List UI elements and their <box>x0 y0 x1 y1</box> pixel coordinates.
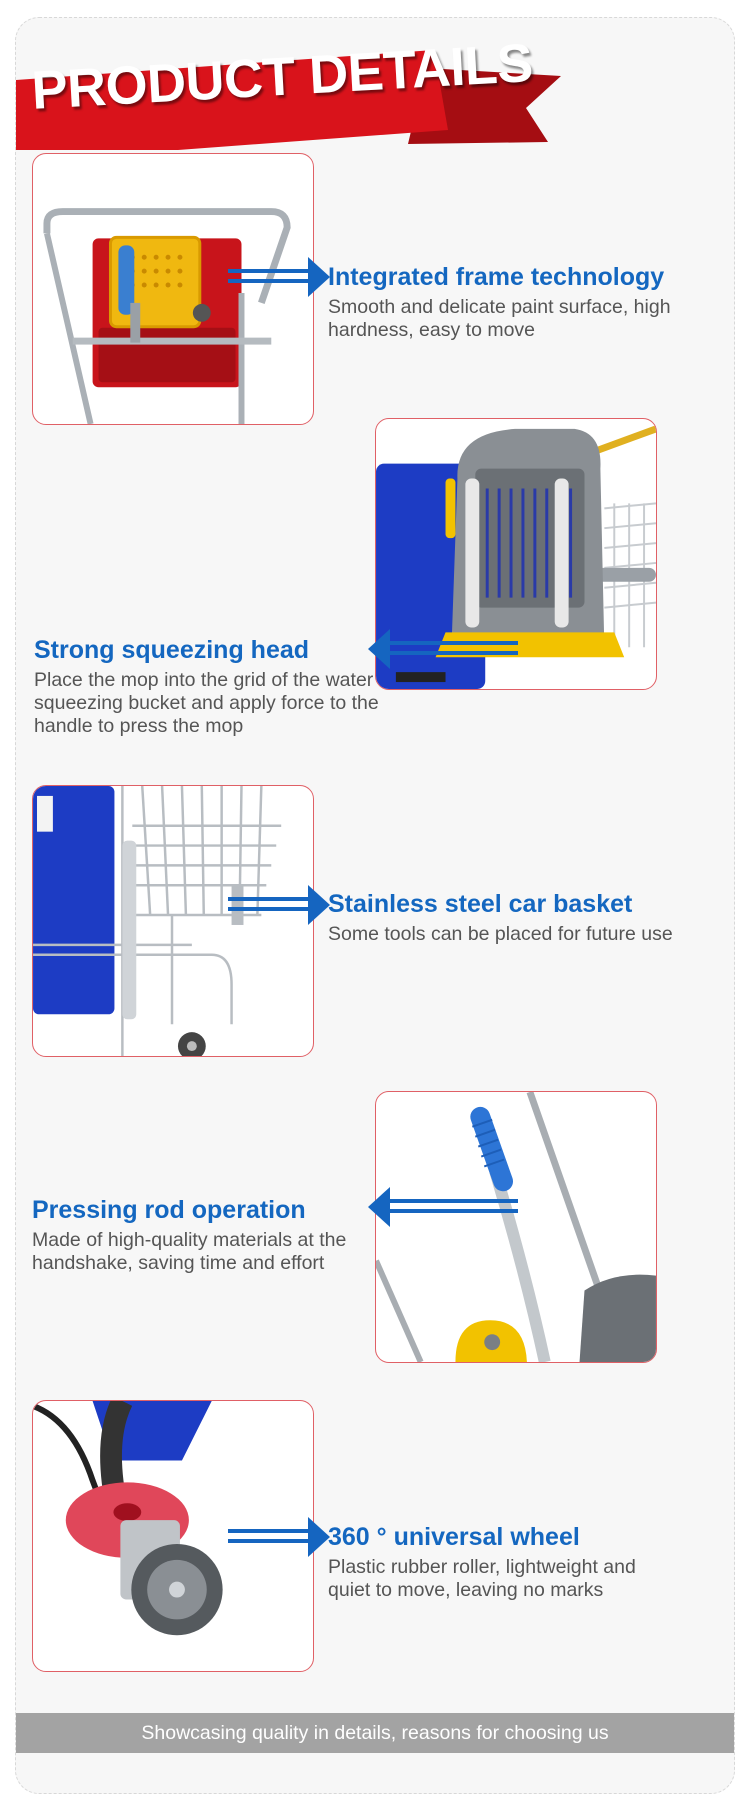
wire-basket-photo <box>32 785 314 1057</box>
ribbon-shape <box>16 50 561 162</box>
feature-description: Some tools can be placed for future use <box>328 923 673 945</box>
feature-title: Integrated frame technology <box>328 263 665 291</box>
feature-title: Strong squeezing head <box>34 636 310 664</box>
feature-steel-basket: Stainless steel car basket Some tools ca… <box>328 889 678 946</box>
arrow-right-icon <box>228 1515 338 1559</box>
feature-title: Pressing rod operation <box>32 1196 306 1224</box>
arrow-left-icon <box>368 627 518 671</box>
feature-description: Plastic rubber roller, lightweight and q… <box>328 1556 636 1601</box>
header-banner <box>16 50 576 162</box>
pressing-rod-photo <box>375 1091 657 1363</box>
feature-universal-wheel: 360 ° universal wheel Plastic rubber rol… <box>328 1522 678 1602</box>
feature-description: Place the mop into the grid of the water… <box>34 669 379 737</box>
product-details-card: PRODUCT DETAILS Integrate <box>15 17 735 1794</box>
feature-integrated-frame: Integrated frame technology Smooth and d… <box>328 262 678 342</box>
feature-title: 360 ° universal wheel <box>328 1523 580 1551</box>
feature-description: Made of high-quality materials at the ha… <box>32 1229 347 1274</box>
frame-with-wringer-photo <box>32 153 314 425</box>
caster-wheel-photo <box>32 1400 314 1672</box>
arrow-right-icon <box>228 883 338 927</box>
footer-tagline: Showcasing quality in details, reasons f… <box>16 1713 734 1753</box>
feature-pressing-rod: Pressing rod operation Made of high-qual… <box>32 1195 382 1275</box>
arrow-right-icon <box>228 255 338 299</box>
feature-description: Smooth and delicate paint surface, high … <box>328 296 671 341</box>
feature-title: Stainless steel car basket <box>328 890 633 918</box>
feature-squeezing-head: Strong squeezing head Place the mop into… <box>34 635 384 738</box>
arrow-left-icon <box>368 1185 518 1229</box>
